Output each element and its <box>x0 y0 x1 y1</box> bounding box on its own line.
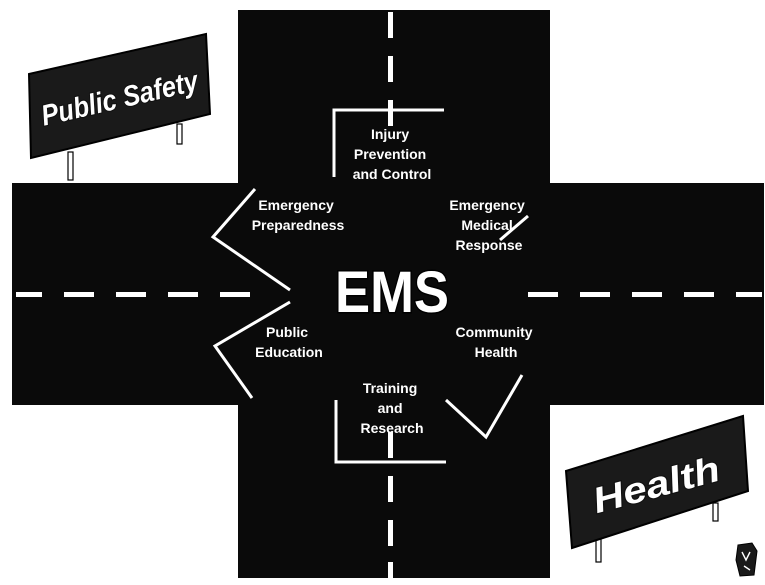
sector-label-line: Prevention <box>354 146 426 162</box>
lane-dash <box>632 292 662 297</box>
star-of-life-outline <box>210 108 529 464</box>
sector-label-line: Emergency <box>449 197 525 213</box>
lane-dash <box>736 292 762 297</box>
sector-label-line: Preparedness <box>252 217 345 233</box>
sector-label-line: Emergency <box>258 197 334 213</box>
sector-label-line: Training <box>363 380 417 396</box>
lane-dash <box>168 292 198 297</box>
star-edge-top-arm <box>332 108 444 177</box>
sector-label-community-health: Community Health <box>456 324 537 360</box>
lane-dash <box>388 56 393 82</box>
sign-post <box>67 151 74 181</box>
sign-panel <box>564 414 750 550</box>
lane-markings <box>16 12 762 578</box>
public-safety-sign: Public Safety <box>27 32 212 181</box>
lane-dash <box>388 520 393 546</box>
province-logo <box>735 542 758 577</box>
lane-dash <box>580 292 610 297</box>
sector-label-line: Public <box>266 324 308 340</box>
sector-label-line: Response <box>456 237 523 253</box>
lane-dash <box>116 292 146 297</box>
sector-label-emergency-medical-response: Emergency Medical Response <box>449 197 528 253</box>
star-edge-right-upper <box>499 214 529 242</box>
sector-label-line: Community <box>456 324 533 340</box>
lane-dash <box>220 292 250 297</box>
sign-panel <box>27 32 212 160</box>
sector-label-line: and Control <box>353 166 432 182</box>
sign-post <box>712 502 719 522</box>
star-edge-bottom-arm <box>334 400 446 464</box>
ems-center-logo: EMS <box>335 260 449 325</box>
lane-dash <box>64 292 94 297</box>
lane-dash <box>16 292 42 297</box>
sector-label-injury-prevention: Injury Prevention and Control <box>353 126 432 182</box>
sector-label-line: Research <box>360 420 423 436</box>
sector-label-line: Medical <box>461 217 512 233</box>
sector-label-training-research: Training and Research <box>360 380 423 436</box>
sector-label-line: Education <box>255 344 323 360</box>
sector-label-line: Health <box>475 344 518 360</box>
lane-dash <box>388 562 393 578</box>
star-edge-left-upper <box>210 188 291 292</box>
lane-dash <box>388 100 393 126</box>
sign-post <box>176 123 183 145</box>
sector-label-emergency-preparedness: Emergency Preparedness <box>252 197 345 233</box>
lane-dash <box>388 12 393 38</box>
health-sign: Health <box>564 414 750 563</box>
lane-dash <box>684 292 714 297</box>
sector-label-line: and <box>378 400 403 416</box>
lane-dash <box>388 476 393 502</box>
star-edge-left-lower <box>212 300 291 399</box>
sector-label-public-education: Public Education <box>255 324 323 360</box>
sector-label-line: Injury <box>371 126 409 142</box>
lane-dash <box>388 432 393 458</box>
lane-dash <box>528 292 558 297</box>
star-edge-right-lower <box>444 374 524 440</box>
